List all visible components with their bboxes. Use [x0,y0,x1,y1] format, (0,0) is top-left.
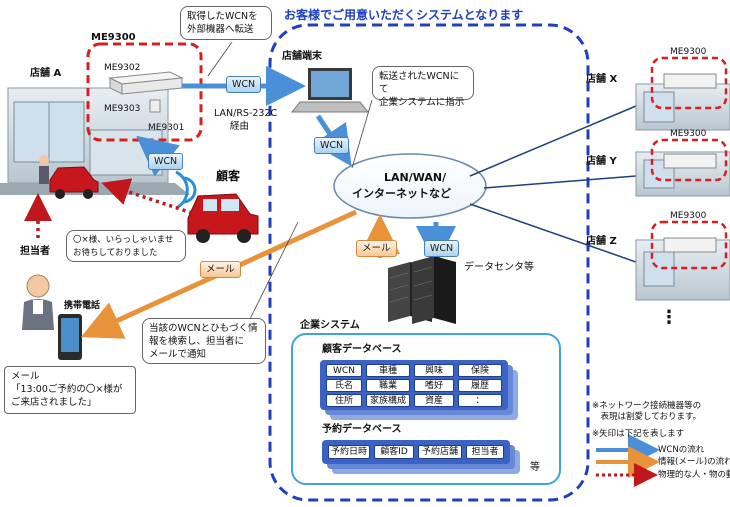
customer-db-cell: 資産 [414,394,454,407]
network-cloud [333,153,487,219]
mail-message-line2: 「13:00ご予約の〇×様が [11,384,123,395]
wcn-tag-top: WCN [226,76,262,93]
terminal-callout-line1: 転送されたWCNにて [379,71,460,95]
terminal-label: 店舗端末 [282,51,322,62]
search-notify-line3: メールで通知 [149,349,207,360]
customer-db-cell: 興味 [414,364,454,377]
me9301-label: ME9301 [148,123,185,133]
reservation-db-cell: 顧客ID [374,445,414,459]
store-x-label: 店舗 X [586,74,618,85]
reservation-db: 予約日時 顧客ID 予約店舗 担当者 [322,440,510,464]
note-1-line2: 表現は割愛しております。 [592,412,702,422]
legend-wcn-label: WCNの流れ [658,445,705,455]
more-stores-dots: ⋮ [660,307,678,328]
customer-db-cell: 氏名 [326,379,362,392]
store-z-device-label: ME9300 [670,211,707,221]
mail-message-line3: ご来店されました」 [11,397,97,408]
enterprise-system-label: 企業システム [300,320,360,331]
customer-car [187,193,259,243]
network-lines [469,105,637,263]
customer-db-cell: WCN [326,364,362,377]
customer-db: WCN 車種 興味 保険 氏名 職業 嗜好 履歴 住所 家族構成 資産 ： [320,360,508,410]
etc-label: 等 [530,462,540,473]
wcn-tag-datacenter: WCN [424,240,460,257]
store-y-label: 店舗 Y [586,156,617,167]
search-notify-line1: 当該のWCNとひもづく情 [149,323,258,334]
physical-arrow-car [101,178,193,215]
mail-message-box: メール 「13:00ご予約の〇×様が ご来店されました」 [4,366,136,414]
terminal-callout: 転送されたWCNにて 企業システムに指示 [372,66,474,108]
me9300-group-store-y [650,138,728,182]
datacenter-servers [388,256,456,324]
me9302-label: ME9302 [104,63,141,73]
staff-label: 担当者 [20,246,50,257]
staff-speech-line2: お待ちしておりました [73,248,158,258]
mobile-phone-graphic [58,314,82,360]
reservation-db-cell: 予約日時 [328,445,370,459]
customer-db-cell: 嗜好 [414,379,454,392]
legend-physical-label: 物理的な人・物の動き [658,470,730,480]
store-x-device-label: ME9300 [670,47,707,57]
cloud-label-line2: インターネットなど [352,187,451,200]
staff-at-door [39,155,49,184]
mail-message-line1: メール [11,371,40,382]
laptop-graphic [290,68,370,113]
mail-tag-phone: メール [200,261,241,278]
terminal-callout-line2: 企業システムに指示 [379,97,465,108]
me9300-label: ME9300 [91,32,136,43]
customer-db-cell: 家族構成 [366,394,410,407]
search-notify-callout: 当該のWCNとひもづく情 報を検索し、担当者に メールで通知 [142,318,266,364]
customer-db-cell: 車種 [366,364,410,377]
me9300-group-store-x [650,56,728,110]
me9303-label: ME9303 [104,104,141,114]
link-label-line2: 経由 [230,121,250,132]
transfer-callout: 取得したWCNを 外部機器へ転送 [180,6,272,40]
staff-speech-line1: 〇×様、いらっしゃいませ [73,235,174,245]
wireless-signal [175,170,197,210]
customer-db-cell: 住所 [326,394,362,407]
wcn-tag-terminal: WCN [314,137,350,154]
search-notify-line2: 報を検索し、担当者に [149,336,245,347]
phone-label: 携帯電話 [64,301,101,311]
reservation-db-title: 予約データベース [322,424,402,435]
customer-db-cell: 履歴 [458,379,502,392]
note-2: ※矢印は下記を表します [592,429,685,439]
reservation-db-cell: 予約店舗 [418,445,462,459]
customer-system-boundary [268,23,590,502]
system-title: お客様でご用意いただくシステムとなります [284,8,524,22]
me9300-group-store-a [86,42,203,142]
mail-tag-datacenter: メール [356,240,397,257]
wcn-tag-car: WCN [148,153,184,170]
me9300-group-store-z [650,220,728,270]
customer-db-cell: 保険 [458,364,502,377]
customer-label: 顧客 [216,169,241,183]
store-z-label: 店舗 Z [586,236,617,247]
customer-db-cell: ： [458,394,502,407]
staff-speech-callout: 〇×様、いらっしゃいませ お待ちしておりました [66,230,186,262]
customer-db-title: 顧客データベース [322,344,402,355]
legend-mail-label: 情報(メール)の流れ [658,457,730,467]
reservation-db-cell: 担当者 [466,445,504,459]
transfer-callout-line2: 外部機器へ転送 [187,24,254,35]
customer-db-cell: 職業 [366,379,410,392]
store-y-device-label: ME9300 [670,129,707,139]
me9302-device [108,71,184,95]
store-a-label: 店舗 A [30,68,62,79]
datacenter-label: データセンタ等 [464,262,534,273]
parked-car [49,166,99,199]
me9303-device [149,99,161,113]
transfer-callout-line1: 取得したWCNを [187,11,258,22]
cloud-label-line1: LAN/WAN/ [384,171,447,184]
link-label-line1: LAN/RS-232C [214,108,278,119]
note-1-line1: ※ネットワーク接続機器等の [592,401,702,411]
staff-person [22,274,54,330]
